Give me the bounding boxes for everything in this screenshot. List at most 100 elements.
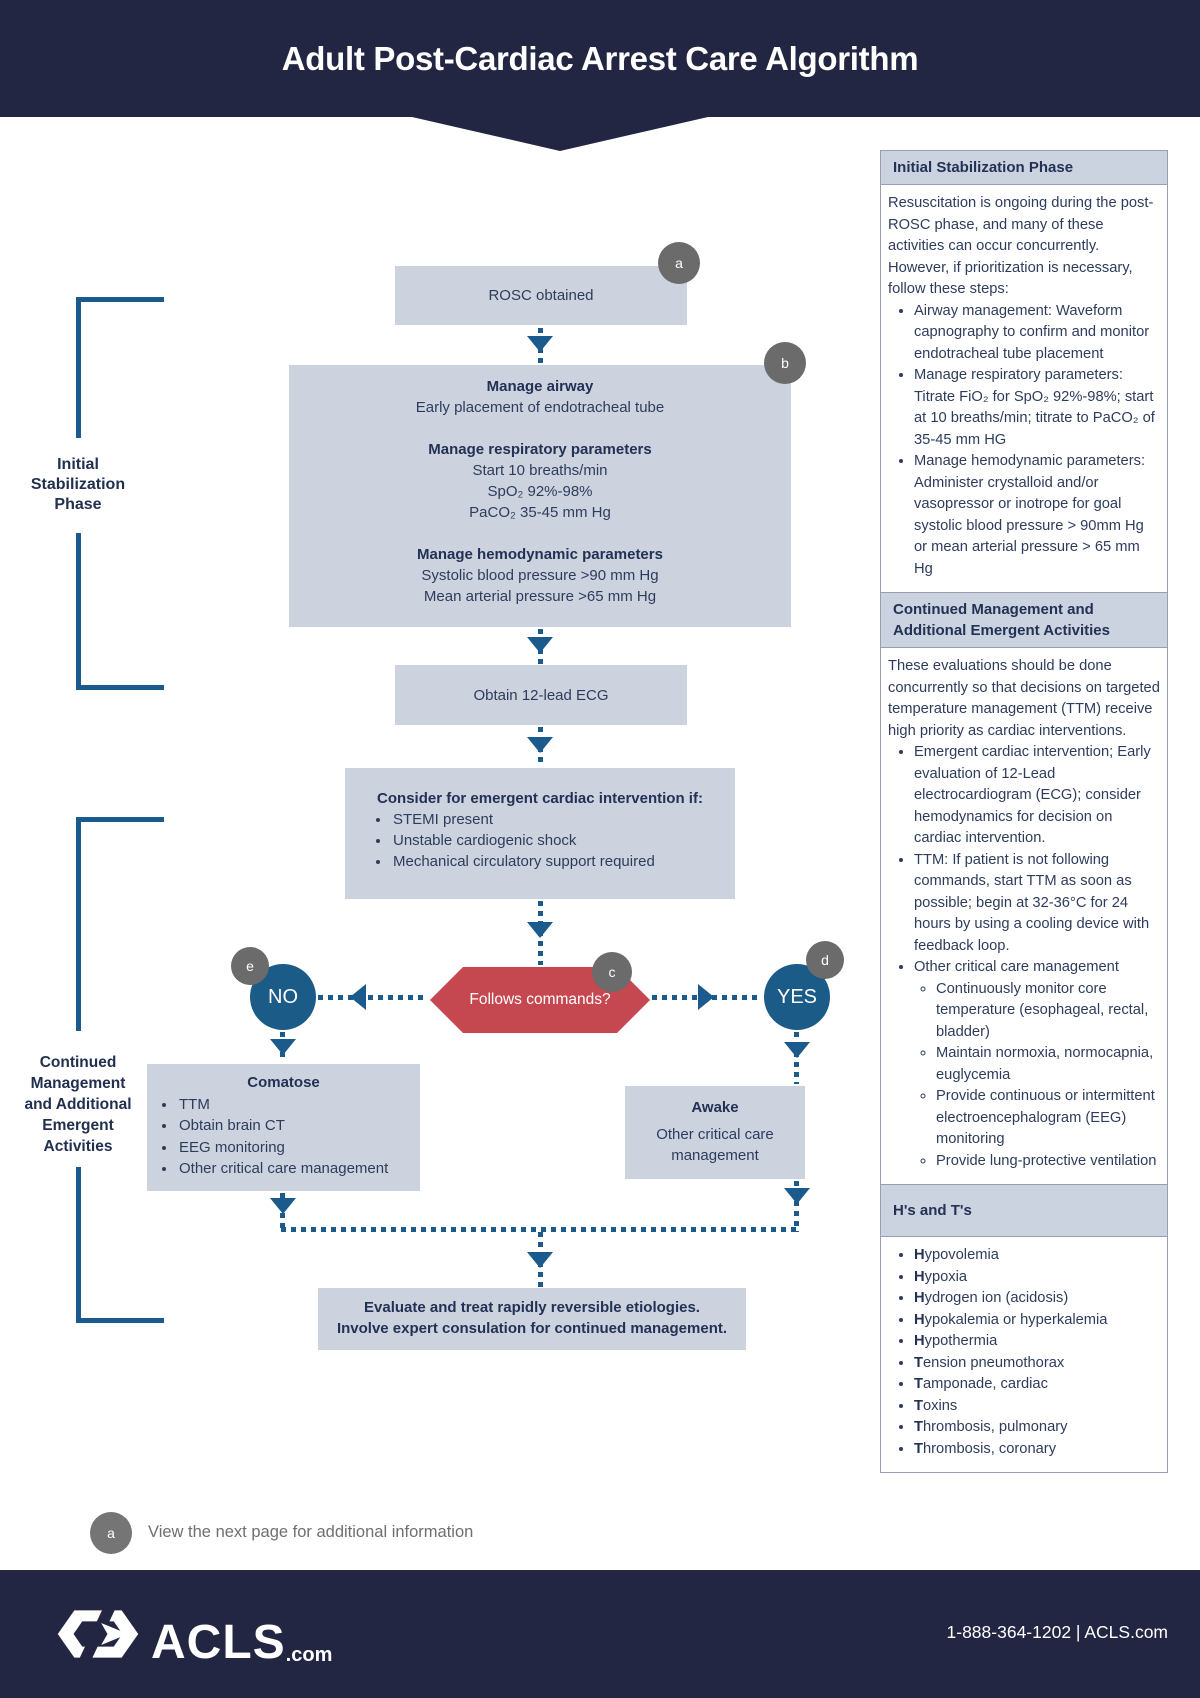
manage-respiratory-section: Manage respiratory parameters Start 10 b… [289,439,791,523]
hs-ts-item: Hypovolemia [914,1245,1160,1267]
acls-logo-suffix: .com [285,1644,333,1666]
hs-ts-item: Thrombosis, coronary [914,1439,1160,1461]
manage-box: Manage airway Early placement of endotra… [289,365,791,627]
hs-ts-item: Thrombosis, pulmonary [914,1417,1160,1439]
page-title: Adult Post-Cardiac Arrest Care Algorithm [281,39,919,77]
manage-airway-section: Manage airway Early placement of endotra… [289,376,791,418]
section-line: Systolic blood pressure >90 mm Hg [421,567,659,584]
awake-line: management [671,1147,759,1164]
section-heading: Manage respiratory parameters [428,441,652,458]
consider-heading: Consider for emergent cardiac interventi… [377,790,703,807]
comatose-bullet-list: TTM Obtain brain CT EEG monitoring Other… [177,1094,420,1180]
consider-bullet-list: STEMI present Unstable cardiogenic shock… [391,809,715,872]
hs-ts-item: Hypoxia [914,1267,1160,1289]
panel-sub-bullet-list: Continuously monitor core temperature (e… [914,979,1160,1173]
arrowhead-down-icon [784,1188,810,1204]
continued-phase-bracket-line-lower [76,1167,81,1318]
comatose-bullet: EEG monitoring [177,1137,420,1159]
arrowhead-down-icon [527,1252,553,1268]
connector-awake-merge [794,1181,799,1232]
initial-phase-bracket-line-lower [76,533,81,685]
hs-ts-item: Tamponade, cardiac [914,1374,1160,1396]
manage-hemodynamic-section: Manage hemodynamic parameters Systolic b… [289,544,791,607]
panel-bullet-text: Other critical care management [914,959,1119,975]
connector-yes-awake [794,1032,799,1084]
follows-commands-decision: Follows commands? [430,967,650,1033]
section-line: Mean arterial pressure >65 mm Hg [423,588,657,605]
section-line: Start 10 breaths/min [472,462,608,479]
footer-contact: 1-888-364-1202 | ACLS.com [946,1622,1168,1642]
hs-ts-item: Hydrogen ion (acidosis) [914,1288,1160,1310]
section-line: Early placement of endotracheal tube [415,399,665,416]
continued-phase-label: Continued Management and Additional Emer… [0,1052,156,1157]
panel-bullet: Emergent cardiac intervention; Early eva… [914,742,1160,850]
hs-ts-item: Tension pneumothorax [914,1353,1160,1375]
arrowhead-right-icon [698,984,714,1010]
panel-bullet-list: Airway management: Waveform capnography … [892,301,1160,581]
initial-phase-bracket-line-upper [76,297,81,438]
comatose-heading: Comatose [247,1074,320,1091]
sidebar-panel-title-initial-stabilization: Initial Stabilization Phase [881,151,1167,185]
comatose-box: Comatose TTM Obtain brain CT EEG monitor… [147,1064,420,1191]
footnote-text: View the next page for additional inform… [148,1523,474,1541]
footer-banner [0,1570,1200,1698]
consider-bullet: STEMI present [391,809,715,830]
section-line: PaCO₂ 35-45 mm Hg [469,504,611,521]
arrowhead-down-icon [784,1042,810,1058]
phase-label-line: Phase [54,496,102,513]
panel-bullet: Airway management: Waveform capnography … [914,301,1160,366]
awake-heading: Awake [691,1099,739,1116]
continued-phase-bracket-bottom-arm [76,1318,164,1323]
sidebar-panel-body-continued-management: These evaluations should be done concurr… [881,648,1167,1184]
arrowhead-down-icon [527,737,553,753]
acls-logo-wordmark: ACLS [151,1616,286,1669]
section-heading: Manage airway [486,378,594,395]
marker-d: d [806,941,844,979]
marker-e: e [231,947,269,985]
panel-bullet: Manage hemodynamic parameters: Administe… [914,451,1160,580]
panel-intro: Resuscitation is ongoing during the post… [888,195,1154,297]
panel-intro: These evaluations should be done concurr… [888,658,1160,739]
section-heading: Manage hemodynamic parameters [417,546,663,563]
sidebar-panel-body-hs-and-ts: Hypovolemia Hypoxia Hydrogen ion (acidos… [881,1237,1167,1472]
arrowhead-left-icon [350,984,366,1010]
hs-ts-item: Hypokalemia or hyperkalemia [914,1310,1160,1332]
continued-phase-bracket-top-arm [76,817,164,822]
sidebar-panel-title-hs-and-ts: H's and T's [881,1184,1167,1237]
hs-ts-list: Hypovolemia Hypoxia Hydrogen ion (acidos… [892,1245,1160,1460]
final-box: Evaluate and treat rapidly reversible et… [318,1288,746,1350]
sidebar-panel-body-initial-stabilization: Resuscitation is ongoing during the post… [881,185,1167,592]
hs-ts-item: Toxins [914,1396,1160,1418]
arrowhead-down-icon [270,1198,296,1214]
connector-decision-no [318,995,428,1000]
sidebar: Initial Stabilization Phase Resuscitatio… [880,150,1168,1473]
hs-ts-item: Hypothermia [914,1331,1160,1353]
phase-label-line: and Additional [24,1096,132,1113]
initial-phase-bracket-bottom-arm [76,685,164,690]
final-line: Evaluate and treat rapidly reversible et… [364,1299,700,1316]
ecg-box-text: Obtain 12-lead ECG [473,686,609,704]
consider-box: Consider for emergent cardiac interventi… [345,768,735,899]
continued-phase-bracket-line-upper [76,817,81,1031]
header-notch-decoration [412,117,708,151]
sidebar-panel-title-continued-management: Continued Management and Additional Emer… [881,592,1167,648]
acls-logo: ACLS .com [57,1608,333,1669]
panel-sub-bullet: Maintain normoxia, normocapnia, euglycem… [936,1043,1160,1086]
merge-line [281,1227,800,1232]
consider-bullet: Unstable cardiogenic shock [391,830,715,851]
acls-logo-icon [57,1608,139,1665]
marker-a: a [658,242,700,284]
section-line: SpO₂ 92%-98% [487,483,593,500]
phase-label-line: Activities [43,1138,113,1155]
comatose-bullet: Other critical care management [177,1158,420,1180]
ecg-box: Obtain 12-lead ECG [395,665,687,725]
panel-sub-bullet: Provide continuous or intermittent elect… [936,1086,1160,1151]
rosc-box-text: ROSC obtained [488,287,594,304]
consider-bullet: Mechanical circulatory support required [391,851,715,872]
initial-phase-bracket-top-arm [76,297,164,302]
panel-bullet: Manage respiratory parameters: Titrate F… [914,365,1160,451]
comatose-bullet: Obtain brain CT [177,1115,420,1137]
panel-bullet: TTM: If patient is not following command… [914,850,1160,958]
phase-label-line: Continued [39,1054,117,1071]
phase-label-line: Management [30,1075,126,1092]
